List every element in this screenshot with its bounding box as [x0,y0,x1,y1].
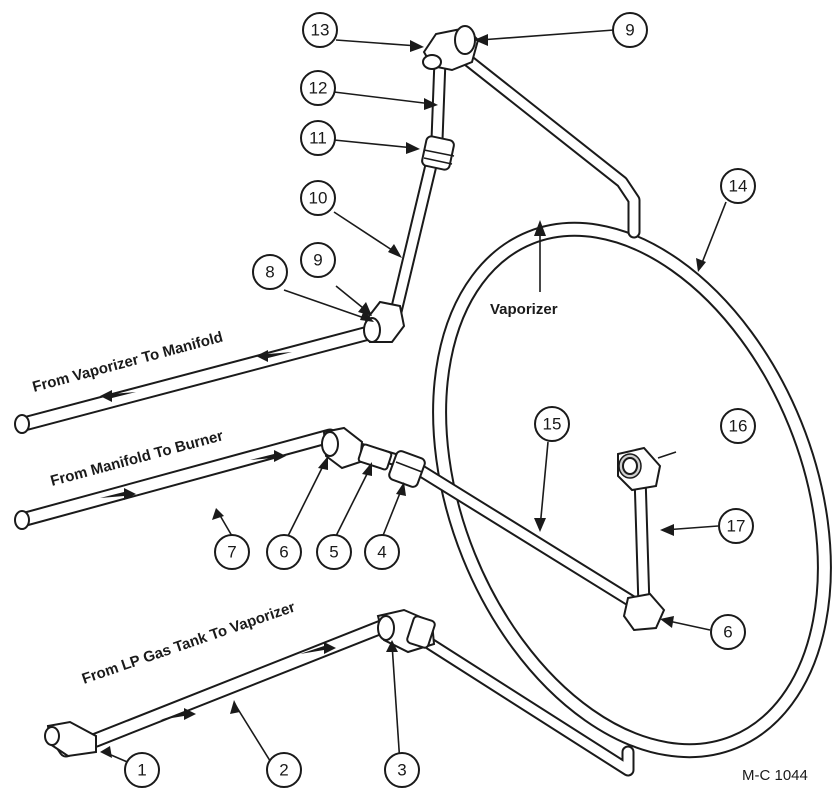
svg-text:3: 3 [397,761,406,780]
nipple-5 [357,443,393,471]
callout-7: 7 [214,534,250,570]
svg-text:9: 9 [625,21,634,40]
top-elbow-fitting [422,25,480,72]
svg-text:10: 10 [309,189,328,208]
callout-12: 12 [300,70,336,106]
flow-arrow-lower-2 [300,642,336,654]
callout-13: 13 [302,12,338,48]
svg-text:1: 1 [137,761,146,780]
inlet-elbow-1 [44,720,97,758]
callout-14: 14 [720,168,756,204]
pipe-8-end [14,414,30,434]
lower-elbow-fitting-9 [363,300,406,343]
figure-id: M-C 1044 [742,767,808,784]
svg-text:8: 8 [265,263,274,282]
flow-arrow-upper-1 [256,350,292,362]
svg-text:7: 7 [227,543,236,562]
flow-arrow-middle-1 [100,488,136,500]
svg-text:13: 13 [311,21,330,40]
label-vaporizer: Vaporizer [490,301,558,318]
flow-arrow-lower-1 [160,708,196,720]
lower-pipe-run [50,618,635,777]
vaporizer-coil [432,221,832,759]
pipe-7-end [14,510,30,530]
callout-8: 8 [252,254,288,290]
union-fitting-11 [421,135,455,171]
elbow-fitting-3 [376,608,436,654]
svg-text:6: 6 [723,623,732,642]
svg-text:12: 12 [309,79,328,98]
callout-6-right: 6 [710,614,746,650]
burner-riser-17 [617,446,666,632]
leader-lines [100,29,727,765]
svg-text:5: 5 [329,543,338,562]
svg-text:17: 17 [727,517,746,536]
svg-text:6: 6 [279,543,288,562]
callout-4: 4 [364,534,400,570]
union-fitting-4 [388,450,426,488]
label-from-manifold: From Manifold To Burner [49,427,226,490]
callout-9-top: 9 [612,12,648,48]
callout-6-middle: 6 [266,534,302,570]
flow-arrow-upper-2 [100,390,136,402]
flow-arrows [100,350,336,720]
svg-text:15: 15 [543,415,562,434]
callout-1: 1 [124,752,160,788]
callout-2: 2 [266,752,302,788]
callout-15: 15 [534,406,570,442]
callout-3: 3 [384,752,420,788]
flow-arrow-middle-2 [250,450,286,462]
svg-text:4: 4 [377,543,386,562]
vaporizer-label-group: Vaporizer [490,220,558,318]
svg-text:2: 2 [279,761,288,780]
callout-9-lower: 9 [300,242,336,278]
svg-text:16: 16 [729,417,748,436]
svg-text:14: 14 [729,177,748,196]
callout-16: 16 [720,408,756,444]
callout-10: 10 [300,180,336,216]
callout-11: 11 [300,120,336,156]
svg-text:9: 9 [313,251,322,270]
svg-text:11: 11 [309,129,327,148]
callout-17: 17 [718,508,754,544]
callout-5: 5 [316,534,352,570]
